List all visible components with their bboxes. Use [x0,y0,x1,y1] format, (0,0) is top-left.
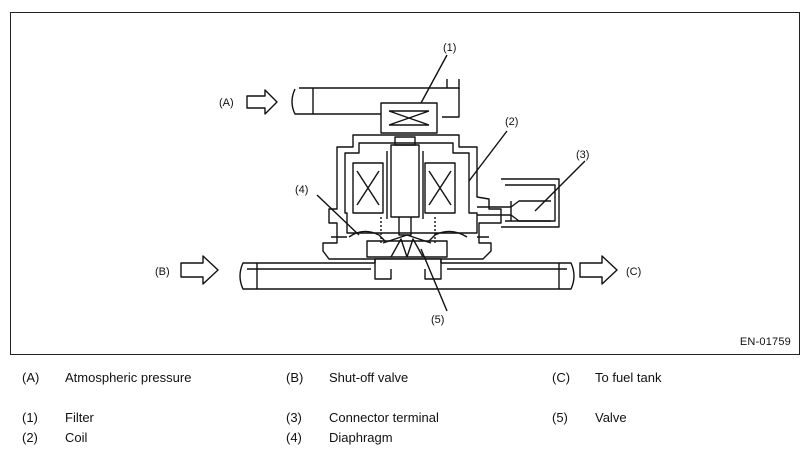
coil-windings [352,162,456,214]
label-c: (C) [626,266,641,278]
label-a: (A) [219,97,234,109]
label-4: (4) [295,184,308,196]
arrow-a-icon [246,89,278,115]
main-flow-pipe [239,258,575,290]
arrow-b-icon [180,255,219,285]
leader-line-5 [420,248,448,312]
label-2: (2) [505,116,518,128]
arrow-c-icon [579,255,618,285]
filter-element [380,102,438,134]
valve-cross-section-diagram: (A) (B) (C) (1) (2) (3) (4) (5) [155,42,641,326]
leader-line-4 [316,194,360,236]
label-b: (B) [155,266,170,278]
figure-code: EN-01759 [739,336,791,348]
atmospheric-inlet-pipe [291,79,460,123]
diaphragm-assembly [348,217,468,258]
label-5: (5) [431,314,444,326]
connector-terminal [477,178,560,228]
leader-line-2 [468,130,508,182]
figure-frame: (A) (B) (C) (1) (2) (3) (4) (5) EN-01759 [10,12,800,355]
leader-line-3 [534,160,586,212]
leader-line-1 [420,54,448,104]
label-1: (1) [443,42,456,54]
label-3: (3) [576,149,589,161]
plunger-core [386,136,424,236]
